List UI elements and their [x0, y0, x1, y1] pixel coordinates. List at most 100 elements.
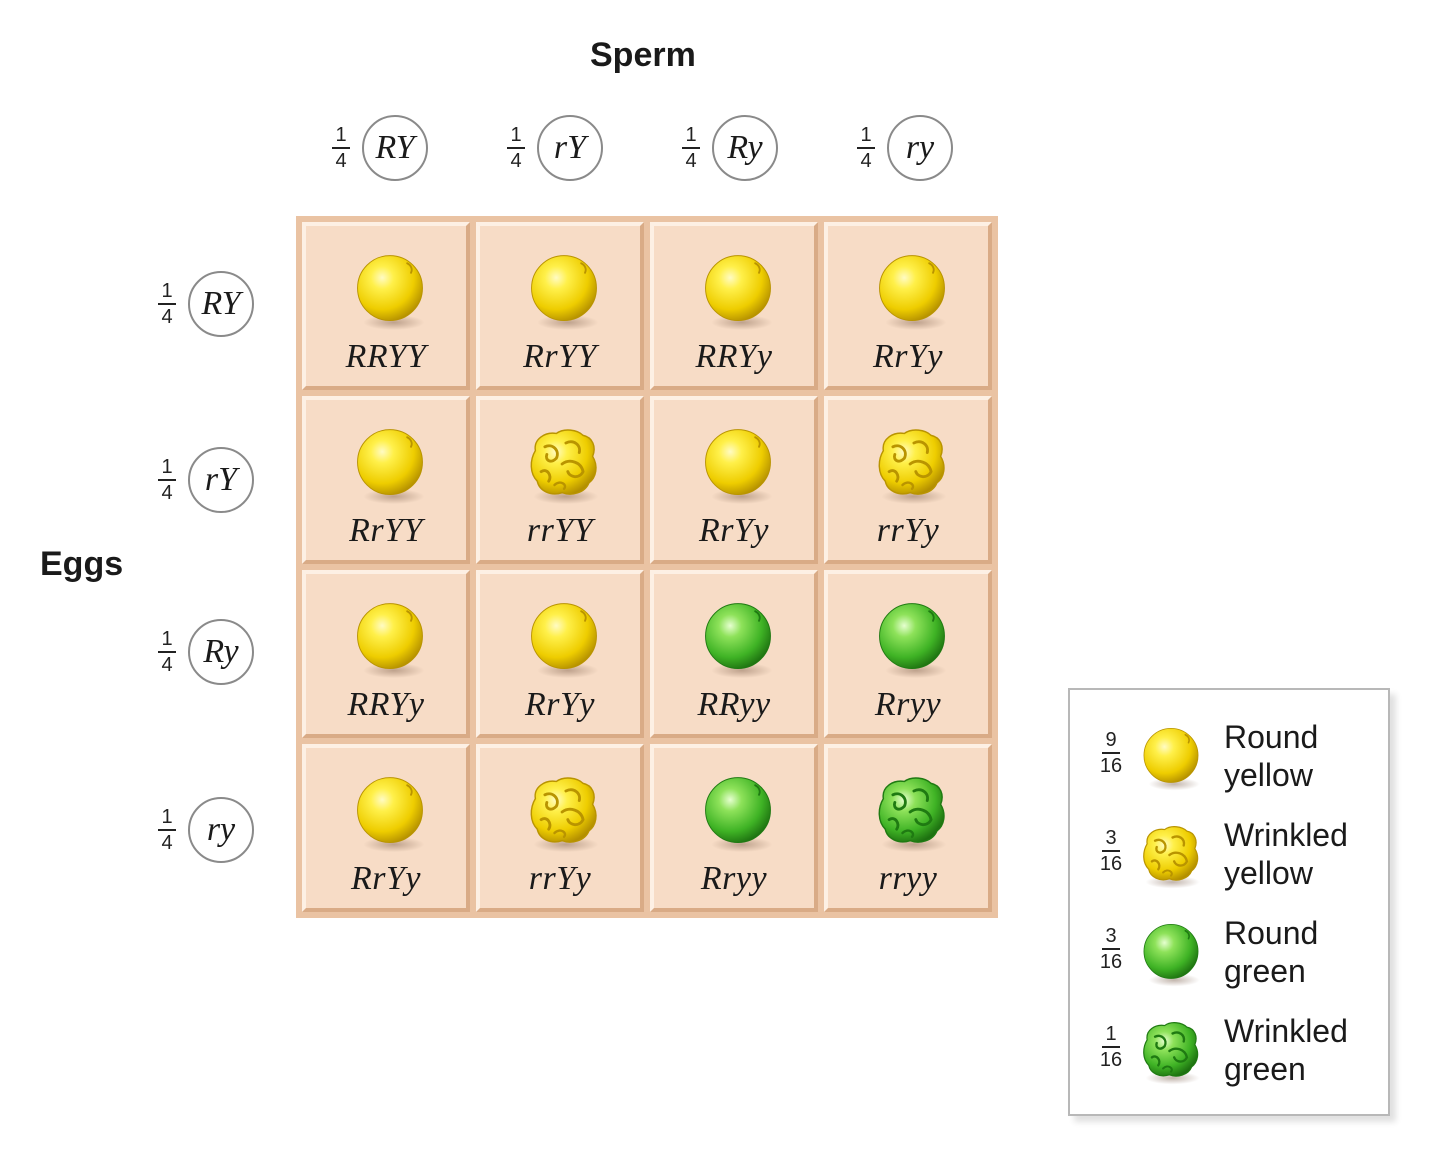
genotype-label: rryy: [878, 860, 938, 897]
genotype-label: RrYY: [349, 512, 423, 549]
genotype-label: RrYy: [699, 512, 769, 549]
legend-label-line1: Wrinkled: [1224, 817, 1348, 853]
punnett-cell: rrYy: [824, 396, 992, 564]
genotype-label: RRYy: [695, 338, 773, 375]
egg-gamete-allele-circle: rY: [188, 447, 254, 513]
fraction-denominator: 4: [161, 306, 173, 328]
fraction-bar: [682, 147, 700, 149]
round-yellow-pea-icon: [348, 770, 432, 854]
fraction-numerator: 1: [685, 124, 697, 146]
legend-label-line2: yellow: [1224, 757, 1313, 793]
wrinkled-yellow-pea-icon: [522, 770, 606, 854]
fraction-bar: [507, 147, 525, 149]
punnett-cell: RrYy: [650, 396, 818, 564]
punnett-cell: RrYY: [302, 396, 470, 564]
ratio-denominator: 16: [1099, 951, 1123, 973]
fraction-numerator: 1: [161, 628, 173, 650]
fraction-bar: [1102, 1046, 1120, 1048]
legend-label-line1: Round: [1224, 719, 1319, 755]
fraction-denominator: 4: [161, 832, 173, 854]
sperm-heading: Sperm: [590, 36, 696, 74]
fraction-numerator: 1: [161, 456, 173, 478]
fraction-denominator: 4: [161, 654, 173, 676]
genotype-label: RRyy: [697, 686, 771, 723]
punnett-cell: RRyy: [650, 570, 818, 738]
punnett-cell: RrYY: [476, 222, 644, 390]
eggs-heading: Eggs: [40, 545, 124, 583]
legend-label-line2: yellow: [1224, 855, 1313, 891]
punnett-cell: rryy: [824, 744, 992, 912]
genotype-label: rrYy: [528, 860, 592, 897]
fraction-bar: [332, 147, 350, 149]
sperm-gamete-allele-circle: RY: [362, 115, 428, 181]
fraction-numerator: 1: [335, 124, 347, 146]
genotype-label: RRYy: [347, 686, 425, 723]
egg-gamete-allele-circle: RY: [188, 271, 254, 337]
fraction-denominator: 4: [161, 482, 173, 504]
round-yellow-pea-icon: [522, 596, 606, 680]
legend-label-line2: green: [1224, 953, 1306, 989]
genotype-label: Rryy: [874, 686, 942, 723]
round-green-pea-icon: [696, 770, 780, 854]
fraction-denominator: 4: [335, 150, 347, 172]
sperm-gamete-allele-circle: ry: [887, 115, 953, 181]
genotype-label: RRYY: [345, 338, 427, 375]
genotype-label: RrYy: [873, 338, 943, 375]
fraction-bar: [158, 829, 176, 831]
fraction-denominator: 4: [860, 150, 872, 172]
fraction-bar: [1102, 850, 1120, 852]
fraction-numerator: 1: [510, 124, 522, 146]
fraction-denominator: 4: [510, 150, 522, 172]
fraction-bar: [158, 303, 176, 305]
punnett-cell: rrYy: [476, 744, 644, 912]
legend-label-line1: Round: [1224, 915, 1319, 951]
ratio-denominator: 16: [1099, 755, 1123, 777]
egg-gamete: 1 4 RY: [156, 268, 254, 340]
fraction-bar: [857, 147, 875, 149]
egg-gamete-allele-circle: Ry: [188, 619, 254, 685]
legend-label-line2: green: [1224, 1051, 1306, 1087]
fraction-numerator: 1: [161, 806, 173, 828]
punnett-cell: RrYy: [476, 570, 644, 738]
round-yellow-pea-icon: [1136, 722, 1206, 792]
fraction-numerator: 1: [161, 280, 173, 302]
fraction-bar: [1102, 752, 1120, 754]
round-yellow-pea-icon: [348, 422, 432, 506]
fraction-numerator: 1: [860, 124, 872, 146]
punnett-cell: rrYY: [476, 396, 644, 564]
genotype-label: RrYY: [523, 338, 597, 375]
fraction-bar: [1102, 948, 1120, 950]
fraction-denominator: 4: [685, 150, 697, 172]
ratio-numerator: 3: [1105, 827, 1117, 849]
wrinkled-green-pea-icon: [870, 770, 954, 854]
punnett-cell: RRYy: [302, 570, 470, 738]
genotype-label: RrYy: [351, 860, 421, 897]
ratio-denominator: 16: [1099, 853, 1123, 875]
wrinkled-yellow-pea-icon: [870, 422, 954, 506]
sperm-gamete: 1 4 RY: [330, 112, 428, 184]
punnett-cell: RRYY: [302, 222, 470, 390]
genotype-label: rrYY: [526, 512, 594, 549]
genotype-label: RrYy: [525, 686, 595, 723]
egg-gamete: 1 4 rY: [156, 444, 254, 516]
ratio-numerator: 3: [1105, 925, 1117, 947]
round-green-pea-icon: [696, 596, 780, 680]
round-yellow-pea-icon: [696, 422, 780, 506]
wrinkled-green-pea-icon: [1136, 1016, 1206, 1086]
